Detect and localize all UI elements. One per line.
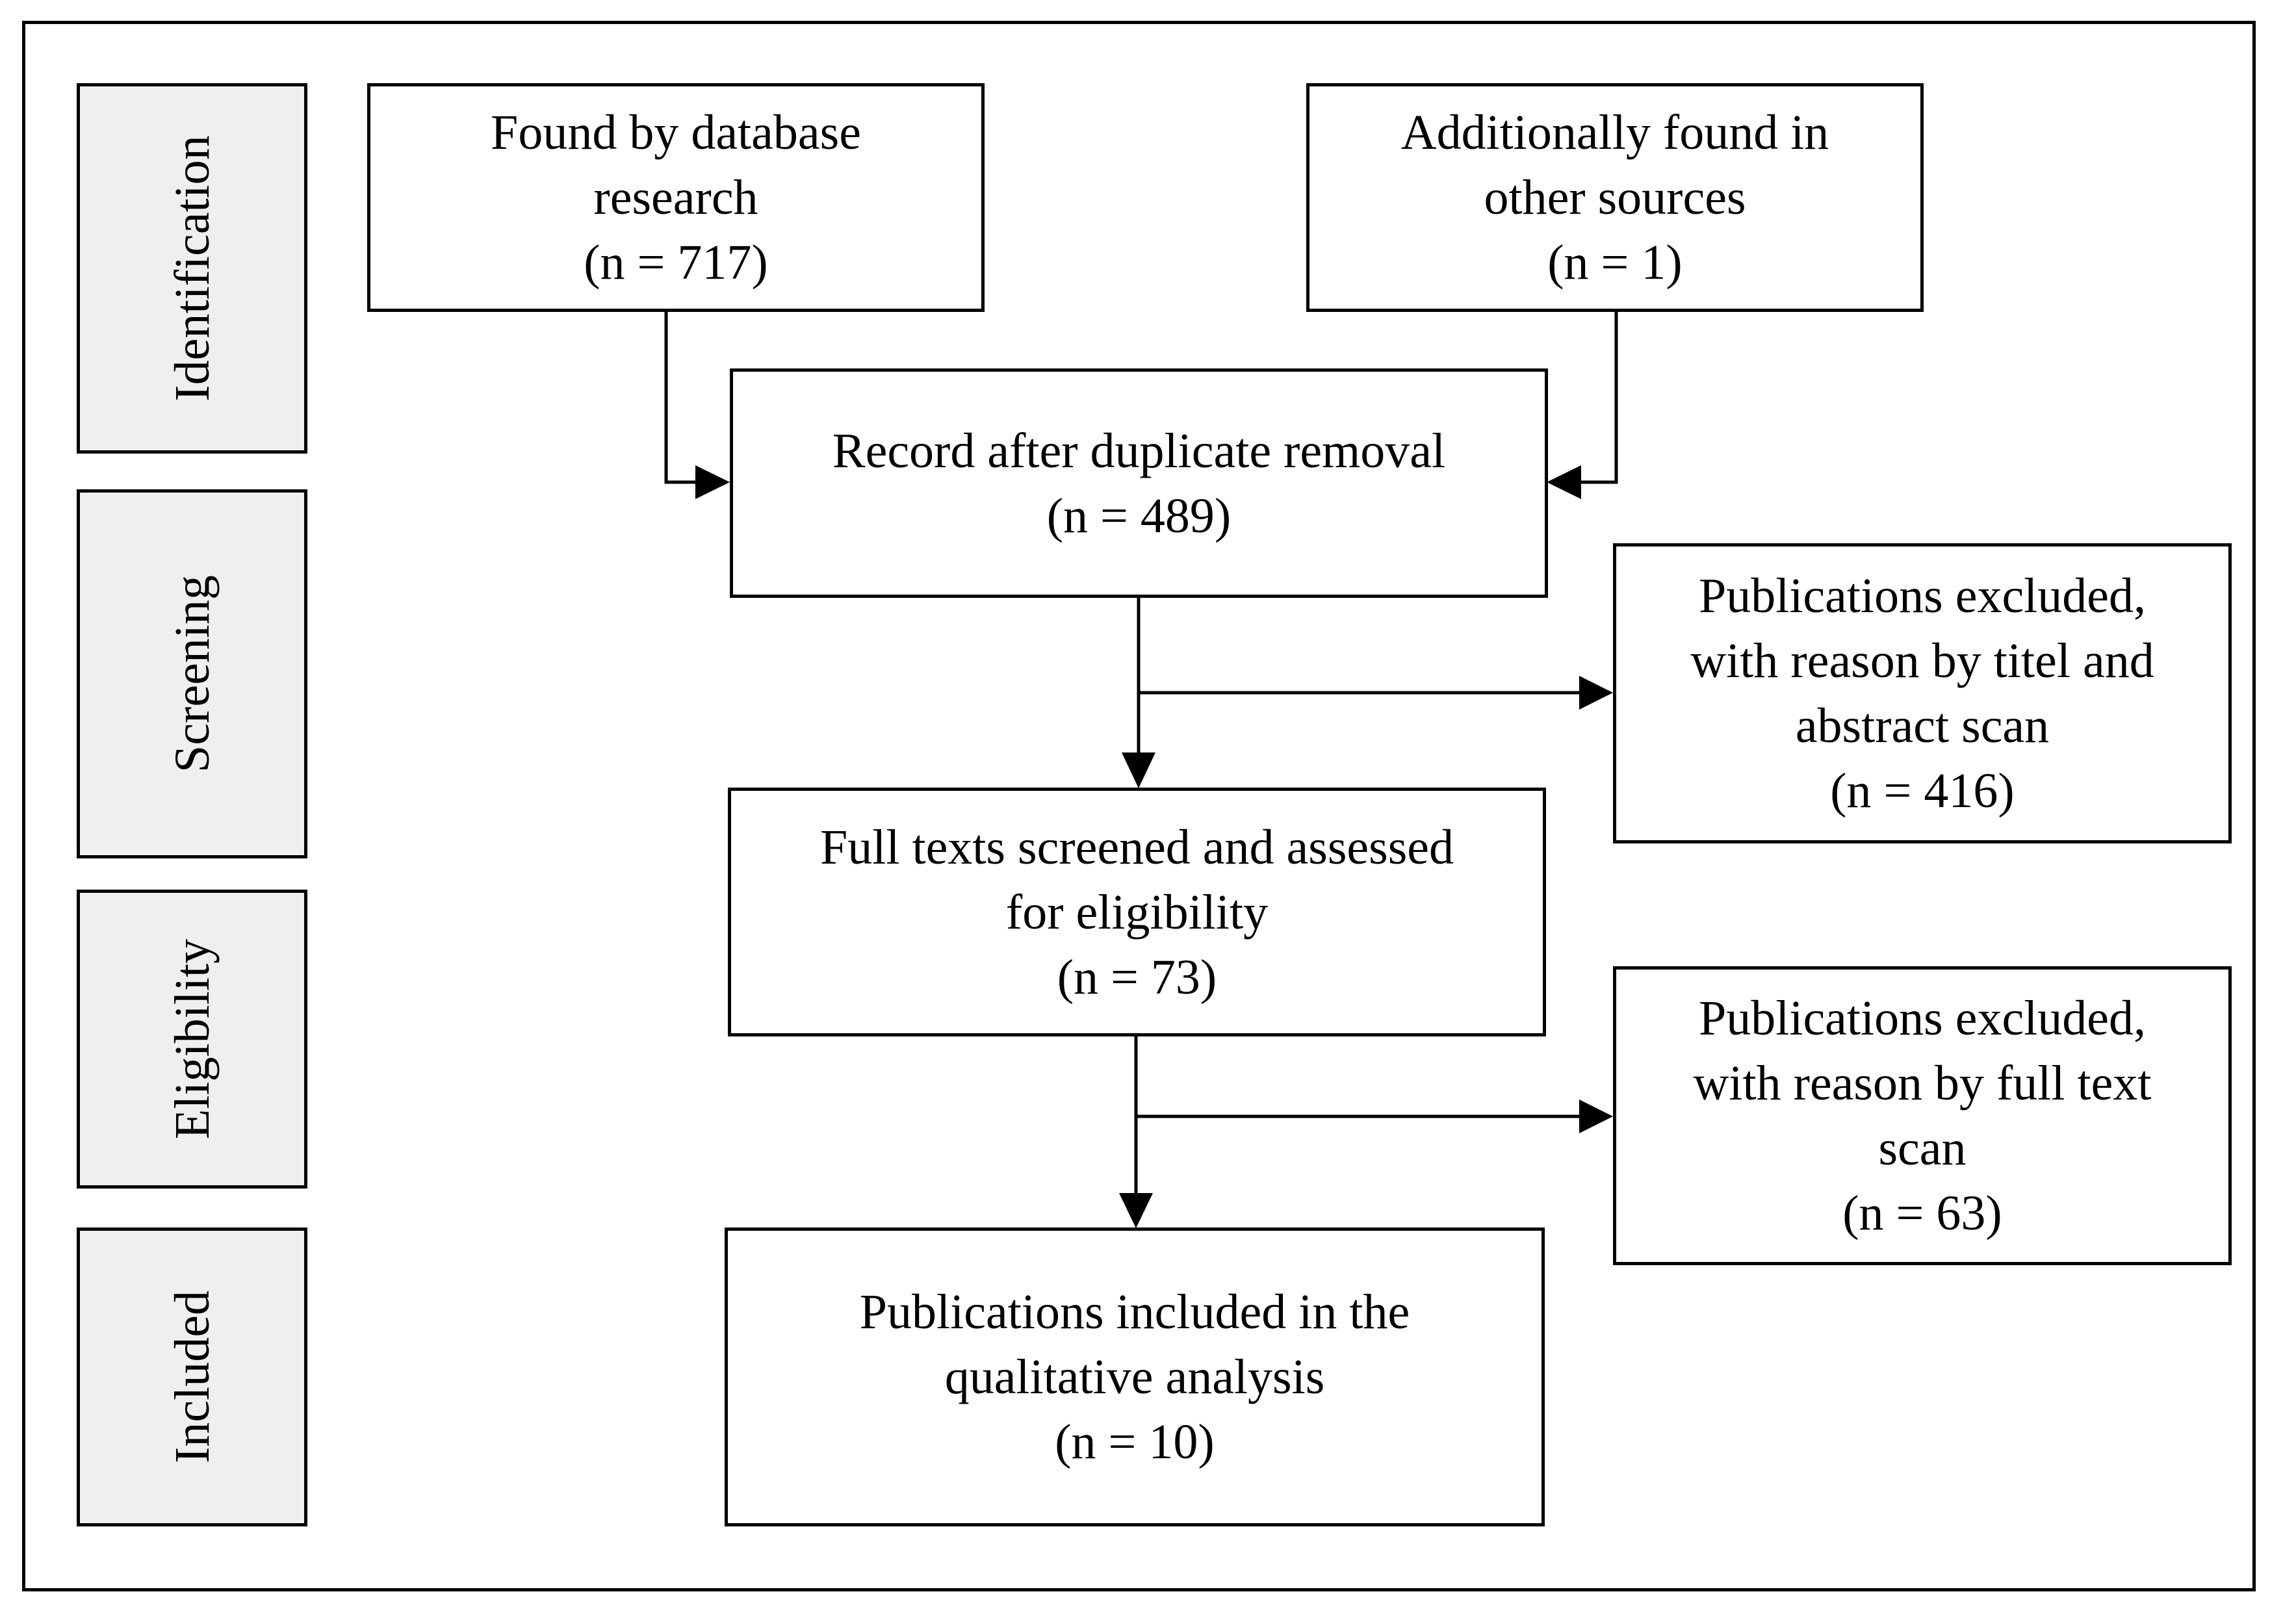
box-excluded-fulltext-count: (n = 63)	[1842, 1186, 2002, 1241]
box-fulltext-count: (n = 73)	[1057, 949, 1217, 1005]
box-excluded-title-line-3: abstract scan	[1795, 699, 2050, 753]
box-fulltext-line-2: for eligibility	[1005, 884, 1269, 940]
stage-eligibility: Eligibility	[77, 890, 307, 1189]
box-full-text-assessed: Full texts screened and assessed for eli…	[728, 788, 1546, 1036]
box-database-research: Found by database research (n = 717)	[367, 83, 985, 312]
arrowhead-excluded-fulltext	[1579, 1099, 1613, 1133]
box-excluded-title-count: (n = 416)	[1830, 764, 2015, 818]
stage-identification: Identification	[77, 83, 307, 454]
box-database-count: (n = 717)	[584, 235, 768, 290]
box-included-analysis: Publications included in the qualitative…	[725, 1228, 1545, 1526]
box-excluded-title-line-2: with reason by titel and	[1690, 634, 2154, 688]
arrowhead-excluded-title	[1579, 676, 1613, 710]
arrowhead-other	[1547, 465, 1581, 499]
arrowhead-database	[695, 465, 730, 499]
box-excluded-fulltext-line-3: scan	[1878, 1121, 1967, 1176]
box-fulltext-line-1: Full texts screened and assessed	[819, 819, 1454, 875]
box-included-line-2: qualitative analysis	[944, 1350, 1325, 1404]
box-duplicates-removed: Record after duplicate removal (n = 489)	[730, 368, 1548, 598]
arrow-other-to-duplicates	[1579, 311, 1618, 484]
arrow-database-to-duplicates	[664, 311, 701, 484]
box-other-line-2: other sources	[1484, 170, 1746, 225]
arrowhead-included	[1119, 1193, 1153, 1228]
box-excluded-title-line-1: Publications excluded,	[1698, 569, 2147, 623]
box-duplicates-count: (n = 489)	[1046, 488, 1232, 543]
arrowhead-fulltext	[1122, 752, 1155, 788]
box-excluded-fulltext-line-2: with reason by full text	[1693, 1056, 2152, 1111]
box-excluded-fulltext-line-1: Publications excluded,	[1698, 991, 2147, 1046]
box-included-line-1: Publications included in the	[859, 1285, 1410, 1339]
diagram-frame	[22, 21, 2256, 1591]
box-database-line-2: research	[593, 170, 758, 225]
box-other-count: (n = 1)	[1547, 235, 1683, 290]
box-database-line-1: Found by database	[491, 105, 861, 160]
box-other-sources: Additionally found in other sources (n =…	[1306, 83, 1924, 312]
stage-included: Included	[77, 1228, 307, 1526]
box-other-line-1: Additionally found in	[1400, 105, 1829, 160]
box-excluded-title-abstract: Publications excluded, with reason by ti…	[1613, 543, 2232, 843]
box-excluded-full-text: Publications excluded, with reason by fu…	[1613, 966, 2232, 1265]
box-duplicates-line-1: Record after duplicate removal	[832, 423, 1446, 478]
box-included-count: (n = 10)	[1055, 1415, 1215, 1469]
stage-screening: Screening	[77, 489, 307, 858]
